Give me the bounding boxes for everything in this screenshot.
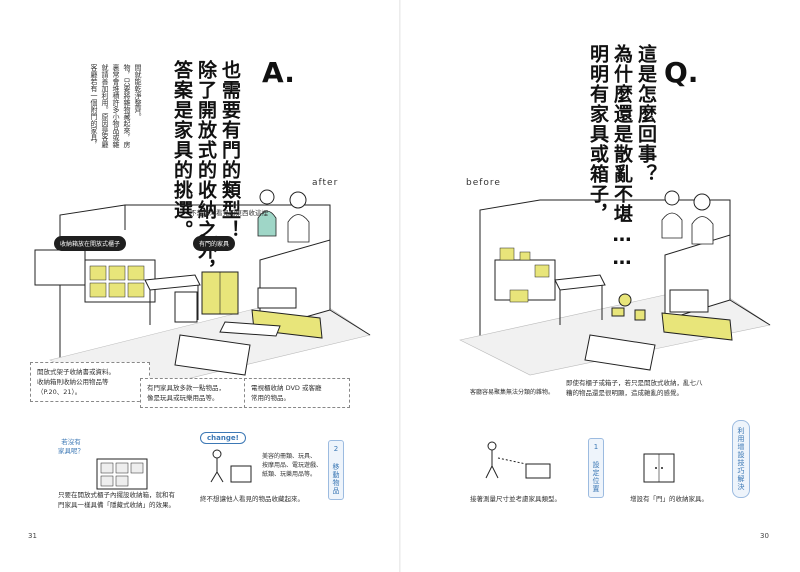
box2-line-1: 有門家具放多款一點物品， xyxy=(147,384,225,392)
caption1-line-2: 門家具一樣具備「隱藏式收納」的效果。 xyxy=(58,501,175,509)
bubble-line-2: 家具呢？ xyxy=(58,447,84,455)
box1-line-2: 收納箱則收納公用物品等 xyxy=(37,378,109,386)
before-caption-line-1: 即使有櫃子或箱子，若只是開放式收納，亂七八 xyxy=(566,379,703,387)
person-hiding-items-sketch xyxy=(210,449,252,483)
no-furniture-bubble: 若沒有 家具呢？ xyxy=(58,438,84,456)
tv-board-note-box: 電視櫃收納 DVD 或客廳 常用的物品。 xyxy=(244,378,350,408)
change-list-line-1: 美容的冊類、玩具、 xyxy=(262,453,317,460)
step-1-label: 1 設定位置 xyxy=(588,438,604,498)
intro-line-5: 間就能乾淨整齊。 xyxy=(134,64,142,120)
box1-line-3: （P.20、21）。 xyxy=(37,388,82,396)
question-headline-line-1: 明明有家具或箱子， xyxy=(587,44,609,224)
question-headline: 這是怎麼回事？ 為什麼還是散亂不堪…… 明明有家具或箱子， xyxy=(586,44,658,270)
answer-letter: A. xyxy=(262,56,295,89)
caption1-line-1: 只要在開放式櫃子內擺設收納箱，就和有 xyxy=(58,491,175,499)
door-cabinet-sketch xyxy=(643,453,675,483)
before-small-note: 客廳容易聚集無法分類的雜物。 xyxy=(470,389,555,396)
question-headline-line-3: 這是怎麼回事？ xyxy=(635,44,657,184)
before-room-illustration xyxy=(459,190,771,376)
solution-side-label: 利用增設技巧解決 xyxy=(732,420,750,498)
change-item-list: 美容的冊類、玩具、 按摩用品、電玩遊戲、 紙類、玩樂用品等。 xyxy=(262,452,322,479)
answer-intro: 間就能乾淨整齊。 物，只要將雜物藏起來，房 裏常會堆積許多小物品或雜 就請善加利… xyxy=(88,64,143,148)
answer-headline-line-1: 答案是家具的挑選。 xyxy=(171,60,193,240)
no-furniture-caption: 只要在開放式櫃子內擺設收納箱，就和有 門家具一樣具備「隱藏式收納」的效果。 xyxy=(58,490,175,510)
box2-line-2: 像是玩具或玩樂用品等。 xyxy=(147,394,219,402)
shelf-boxes-sketch xyxy=(96,458,148,490)
question-headline-line-2: 為什麼還是散亂不堪…… xyxy=(611,44,633,270)
measure-caption: 接著測量尺寸並考慮家具類型。 xyxy=(470,495,561,503)
after-scene-note: 不想讓人看見的東西收這裡 xyxy=(190,209,268,217)
question-letter: Q. xyxy=(664,56,699,89)
measuring-sketch xyxy=(485,441,551,479)
answer-headline: 也需要有門的類型！ 除了開放式的收納之外， 答案是家具的挑選。 xyxy=(170,60,242,280)
intro-line-1: 客廳若有一個附門的家具， xyxy=(90,64,98,148)
box1-line-1: 開放式架子收納書或資料。 xyxy=(37,368,115,376)
before-tag: before xyxy=(466,178,501,188)
bubble-line-1: 若沒有 xyxy=(61,438,81,446)
door-cabinet-note-box: 有門家具放多款一點物品， 像是玩具或玩樂用品等。 xyxy=(140,378,252,408)
door-furniture-callout: 有門的家具 xyxy=(193,236,236,251)
before-main-caption: 即使有櫃子或箱子，若只是開放式收納，亂七八 糟的物品還是很明顯，造成雜亂的感覺。 xyxy=(566,378,703,398)
change-list-line-3: 紙類、玩樂用品等。 xyxy=(262,471,317,478)
box3-line-1: 電視櫃收納 DVD 或客廳 xyxy=(251,384,322,392)
left-page-number: 31 xyxy=(28,532,37,540)
box3-line-2: 常用的物品。 xyxy=(251,394,290,402)
before-caption-line-2: 糟的物品還是很明顯，造成雜亂的感覺。 xyxy=(566,389,683,397)
page-gutter xyxy=(399,0,401,572)
step-2-label: 2 移動物品 xyxy=(328,440,344,500)
add-door-furniture-caption: 增設有「門」的收納家具。 xyxy=(630,495,708,503)
answer-headline-line-3: 也需要有門的類型！ xyxy=(219,60,241,240)
open-shelf-callout: 收納箱放在開放式櫃子 xyxy=(54,236,127,251)
intro-line-2: 就請善加利用。原因是客廳 xyxy=(101,64,109,148)
right-page-number: 30 xyxy=(760,532,769,540)
change-caption: 終不想讓他人看見的物品收藏起來。 xyxy=(200,495,304,503)
intro-line-3: 裏常會堆積許多小物品或雜 xyxy=(112,64,120,148)
intro-line-4: 物，只要將雜物藏起來，房 xyxy=(123,64,131,148)
answer-headline-line-2: 除了開放式的收納之外， xyxy=(195,60,217,280)
change-list-line-2: 按摩用品、電玩遊戲、 xyxy=(262,462,323,469)
open-shelf-note-box: 開放式架子收納書或資料。 收納箱則收納公用物品等 （P.20、21）。 xyxy=(30,362,150,402)
change-pill: change! xyxy=(200,432,246,444)
after-tag: after xyxy=(312,178,339,188)
